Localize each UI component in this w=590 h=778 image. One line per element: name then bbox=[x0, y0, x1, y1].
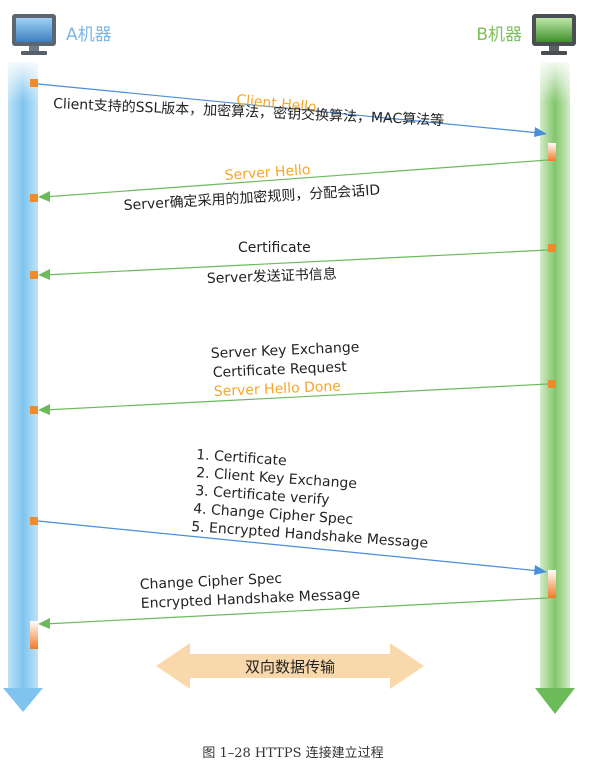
message-line: Server Key Exchange bbox=[210, 340, 359, 362]
receive-marker bbox=[30, 194, 38, 202]
receive-bar bbox=[548, 143, 556, 161]
arrowhead bbox=[534, 127, 547, 137]
message-server-key-exchange: Server Key Exchange Certificate Request … bbox=[30, 340, 556, 415]
message-client-finish: 1. Certificate 2. Client Key Exchange 3.… bbox=[30, 447, 556, 598]
machine-a-lifeline bbox=[3, 62, 43, 712]
message-certificate: Certificate Server发送证书信息 bbox=[30, 240, 556, 287]
message-line: Certificate Request bbox=[212, 359, 347, 381]
receive-bar bbox=[548, 570, 556, 598]
bidirectional-label: 双向数据传输 bbox=[245, 658, 335, 676]
message-detail: Server发送证书信息 bbox=[207, 265, 337, 287]
arrowhead bbox=[38, 618, 50, 629]
arrowhead bbox=[38, 191, 50, 202]
message-line: 1. Certificate bbox=[196, 447, 287, 469]
machine-b-label: B机器 bbox=[476, 25, 522, 45]
message-line: Server Hello Done bbox=[213, 378, 341, 400]
machine-a-label: A机器 bbox=[66, 25, 112, 45]
figure-caption: 图 1–28 HTTPS 连接建立过程 bbox=[202, 745, 383, 761]
send-marker bbox=[30, 79, 38, 87]
message-detail: Server确定采用的加密规则，分配会话ID bbox=[123, 181, 380, 214]
monitor-a-icon bbox=[12, 14, 56, 55]
receive-marker bbox=[30, 406, 38, 414]
message-title: Server Hello bbox=[224, 162, 311, 184]
bidirectional-transfer-arrow: 双向数据传输 bbox=[156, 643, 424, 689]
message-client-hello: Client Hello Client支持的SSL版本，加密算法，密钥交换算法，… bbox=[30, 79, 556, 161]
message-title: Client Hello bbox=[236, 92, 318, 116]
send-marker bbox=[548, 244, 556, 252]
message-server-hello: Server Hello Server确定采用的加密规则，分配会话ID bbox=[30, 159, 549, 214]
double-arrow-icon bbox=[156, 643, 424, 689]
arrowhead bbox=[38, 404, 50, 415]
receive-marker bbox=[30, 271, 38, 279]
message-server-finish: Change Cipher Spec Encrypted Handshake M… bbox=[30, 571, 549, 649]
message-line: Change Cipher Spec bbox=[139, 571, 282, 593]
send-marker bbox=[548, 380, 556, 388]
message-title: Certificate bbox=[238, 240, 311, 256]
monitor-b-icon bbox=[532, 14, 576, 55]
arrowhead bbox=[38, 269, 50, 280]
send-marker bbox=[30, 517, 38, 525]
arrowhead bbox=[534, 565, 547, 575]
receive-bar bbox=[30, 621, 38, 649]
